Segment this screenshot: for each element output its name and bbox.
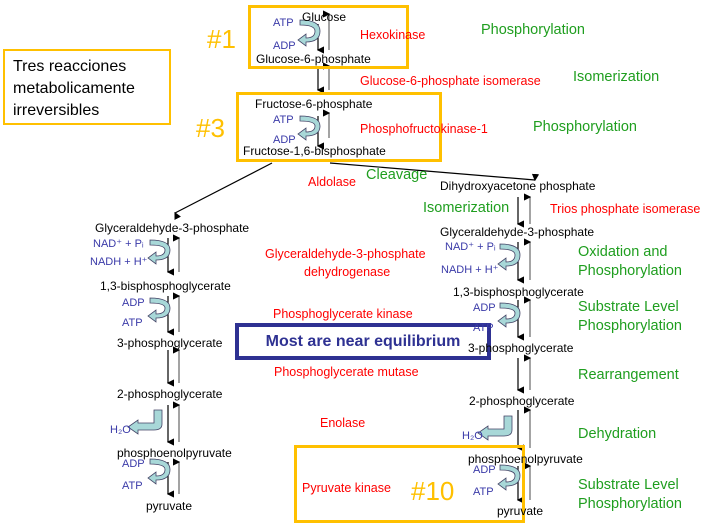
cofactor-curved-arrow	[297, 115, 321, 141]
cofactor-curved-arrow	[147, 458, 171, 485]
cofactor-nadh: NADH + H⁺	[90, 256, 148, 268]
metabolite-g6p: Glucose-6-phosphate	[256, 52, 371, 66]
metabolite-gap-right: Glyceraldehyde-3-phosphate	[440, 225, 595, 239]
enzyme-pgm: Phosphoglycerate mutase	[274, 365, 419, 379]
water-release-arrow	[477, 415, 513, 441]
cofactor-adp: ADP	[122, 458, 145, 470]
cofactor-adp: ADP	[273, 134, 296, 146]
metabolite-f6p: Fructose-6-phosphate	[255, 97, 373, 111]
metabolite-3pg-left: 3-phosphoglycerate	[117, 336, 223, 350]
enzyme-pfk1: Phosphofructokinase-1	[360, 122, 488, 136]
enzyme-g6p-isomerase: Glucose-6-phosphate isomerase	[360, 74, 541, 88]
metabolite-2pg-left: 2-phosphoglycerate	[117, 387, 223, 401]
type-phosphorylation: Phosphorylation	[481, 22, 585, 38]
metabolite-dhap: Dihydroxyacetone phosphate	[440, 179, 596, 193]
cofactor-adp: ADP	[273, 40, 296, 52]
irreversible-reactions-note: Tres reacciones metabolicamente irrevers…	[3, 49, 171, 125]
cofactor-atp: ATP	[122, 317, 143, 329]
type-substrate-level: Substrate Level	[578, 477, 679, 493]
cofactor-adp: ADP	[473, 464, 496, 476]
type-oxidation: Oxidation and	[578, 244, 668, 260]
cofactor-h2o: H₂O	[110, 424, 131, 436]
metabolite-glucose: Glucose	[302, 10, 347, 24]
type-isomerization: Isomerization	[573, 69, 660, 85]
cofactor-curved-arrow	[497, 464, 521, 491]
metabolite-bpg-left: 1,3-bisphosphoglycerate	[100, 279, 231, 293]
cofactor-nad: NAD⁺ + Pᵢ	[445, 241, 496, 253]
marker-1: #1	[207, 24, 236, 54]
metabolite-f16bp: Fructose-1,6-bisphosphate	[243, 144, 386, 158]
cofactor-h2o: H₂O	[462, 430, 483, 442]
cofactor-adp: ADP	[473, 302, 496, 314]
cofactor-curved-arrow	[147, 297, 171, 323]
cofactor-atp: ATP	[273, 114, 294, 126]
cofactor-atp: ATP	[273, 17, 294, 29]
arrow-split-right	[329, 162, 540, 182]
type-cleavage: Cleavage	[366, 167, 428, 183]
cofactor-curved-arrow	[497, 302, 521, 328]
cofactor-nadh: NADH + H⁺	[441, 264, 499, 276]
enzyme-gapdh-2: dehydrogenase	[304, 265, 391, 279]
enzyme-aldolase: Aldolase	[308, 175, 356, 189]
cofactor-arrows	[127, 19, 521, 491]
cofactor-atp: ATP	[473, 486, 494, 498]
metabolite-pyruvate-left: pyruvate	[146, 499, 193, 513]
type-substrate-level: Substrate Level	[578, 299, 679, 315]
metabolite-bpg-right: 1,3-bisphosphoglycerate	[453, 285, 584, 299]
cofactor-nad: NAD⁺ + Pᵢ	[93, 238, 144, 250]
metabolite-gap-left: Glyceraldehyde-3-phosphate	[95, 221, 250, 235]
enzyme-tpi: Trios phosphate isomerase	[550, 202, 701, 216]
enzyme-pgk: Phosphoglycerate kinase	[273, 307, 413, 321]
enzyme-enolase: Enolase	[320, 416, 366, 430]
metabolite-pyruvate-right: pyruvate	[497, 504, 544, 518]
note-line: Tres reacciones	[13, 58, 127, 75]
type-phosphorylation: Phosphorylation	[533, 119, 637, 135]
cofactor-curved-arrow	[497, 243, 521, 271]
cofactor-curved-arrow	[297, 19, 321, 47]
type-phosphorylation: Phosphorylation	[578, 318, 682, 334]
metabolite-pep-right: phosphoenolpyruvate	[468, 452, 583, 466]
note-line: metabolicamente	[13, 80, 135, 97]
reaction-10-box	[294, 445, 525, 523]
metabolite-2pg-right: 2-phosphoglycerate	[469, 394, 575, 408]
type-phosphorylation: Phosphorylation	[578, 496, 682, 512]
reaction-1-box	[248, 5, 409, 69]
enzyme-gapdh-1: Glyceraldehyde-3-phosphate	[265, 247, 426, 261]
enzyme-hexokinase: Hexokinase	[360, 28, 426, 42]
note-line: irreversibles	[13, 102, 100, 119]
equilibrium-note: Most are near equilibrium	[235, 323, 491, 360]
water-release-arrow	[127, 409, 163, 435]
cofactor-adp: ADP	[122, 297, 145, 309]
marker-3: #3	[196, 113, 225, 143]
enzyme-pyruvate-kinase: Pyruvate kinase	[302, 481, 391, 495]
reaction-3-box	[236, 92, 442, 162]
type-rearrangement: Rearrangement	[578, 367, 679, 383]
marker-10: #10	[411, 476, 455, 506]
cofactor-atp: ATP	[473, 322, 494, 334]
metabolite-3pg-right: 3-phosphoglycerate	[468, 341, 574, 355]
cofactor-atp: ATP	[122, 480, 143, 492]
type-dehydration: Dehydration	[578, 426, 657, 442]
arrow-split-left	[174, 162, 273, 220]
type-isomerization: Isomerization	[423, 200, 510, 216]
cofactor-curved-arrow	[147, 239, 171, 265]
type-phosphorylation: Phosphorylation	[578, 263, 682, 279]
metabolite-pep-left: phosphoenolpyruvate	[117, 446, 232, 460]
